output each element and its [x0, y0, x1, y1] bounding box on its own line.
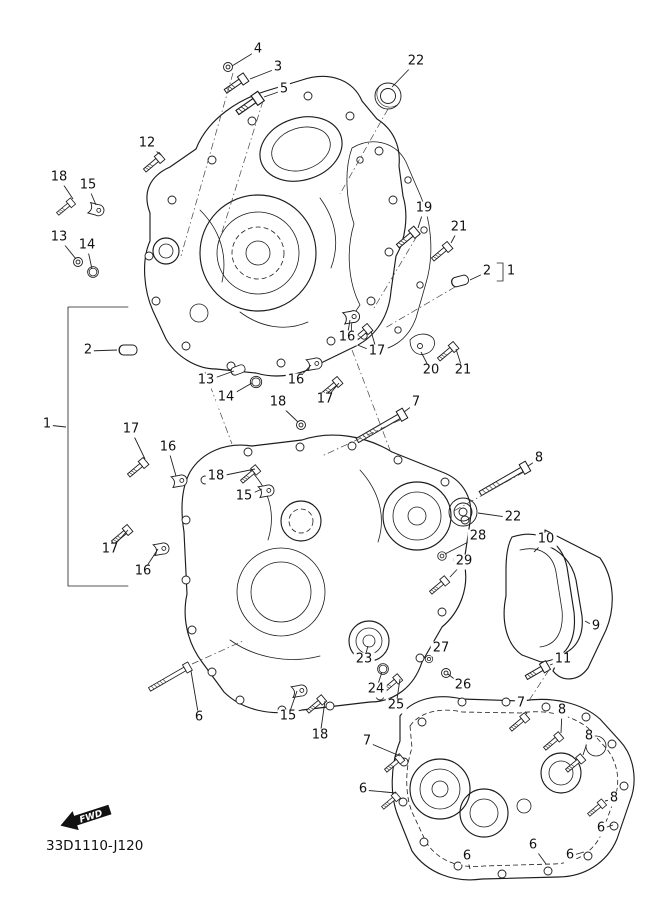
- callout-11: 11: [552, 651, 574, 668]
- callout-17: 17: [99, 541, 121, 558]
- callout-18: 18: [48, 169, 70, 186]
- callout-17: 17: [366, 343, 388, 360]
- callout-6: 6: [594, 820, 608, 837]
- callout-15: 15: [233, 488, 255, 505]
- callout-17: 17: [120, 421, 142, 438]
- callout-7: 7: [409, 394, 423, 411]
- callout-2: 2: [480, 263, 494, 280]
- callout-24: 24: [365, 681, 387, 698]
- callout-6: 6: [460, 848, 474, 865]
- callout-7: 7: [514, 695, 528, 712]
- callout-16: 16: [285, 372, 307, 389]
- callout-14: 14: [215, 389, 237, 406]
- callout-6: 6: [192, 709, 206, 726]
- callout-1: 1: [504, 263, 518, 280]
- callout-8: 8: [607, 790, 621, 807]
- right-crankcase-outer-art: [391, 696, 635, 881]
- callout-18: 18: [205, 468, 227, 485]
- callout-7: 7: [360, 733, 374, 750]
- diagram-code: 33D1110-J120: [46, 838, 144, 854]
- callout-10: 10: [535, 531, 557, 548]
- callout-21: 21: [448, 219, 470, 236]
- callout-1: 1: [40, 416, 54, 433]
- callout-16: 16: [336, 329, 358, 346]
- callout-15: 15: [77, 177, 99, 194]
- callout-8: 8: [582, 728, 596, 745]
- callout-14: 14: [76, 237, 98, 254]
- callout-12: 12: [136, 135, 158, 152]
- callout-2: 2: [81, 342, 95, 359]
- leader-lines: [46, 49, 615, 870]
- callout-22: 22: [502, 509, 524, 526]
- callout-6: 6: [563, 847, 577, 864]
- callout-6: 6: [526, 837, 540, 854]
- callout-5: 5: [277, 81, 291, 98]
- fwd-arrow: FWD: [60, 804, 112, 831]
- assembly-axis-lines: [180, 72, 550, 703]
- callout-18: 18: [309, 727, 331, 744]
- callout-22: 22: [405, 53, 427, 70]
- callout-19: 19: [413, 200, 435, 217]
- callout-20: 20: [420, 362, 442, 379]
- fwd-label: FWD: [78, 809, 104, 826]
- callout-6: 6: [356, 781, 370, 798]
- callout-18: 18: [267, 394, 289, 411]
- callout-23: 23: [353, 651, 375, 668]
- callout-8: 8: [555, 702, 569, 719]
- callout-8: 8: [532, 450, 546, 467]
- callout-21: 21: [452, 362, 474, 379]
- callout-3: 3: [271, 59, 285, 76]
- callout-27: 27: [430, 640, 452, 657]
- fasteners-art: [54, 62, 607, 819]
- group-brackets: [67, 262, 504, 587]
- callout-13: 13: [195, 372, 217, 389]
- callout-28: 28: [467, 528, 489, 545]
- callout-9: 9: [589, 618, 603, 635]
- callout-17: 17: [314, 391, 336, 408]
- callout-13: 13: [48, 229, 70, 246]
- callout-16: 16: [157, 439, 179, 456]
- callout-16: 16: [132, 563, 154, 580]
- upper-crankcase-half-art: [144, 75, 407, 377]
- callout-4: 4: [251, 41, 265, 58]
- callout-29: 29: [453, 553, 475, 570]
- callout-15: 15: [277, 708, 299, 725]
- callout-26: 26: [452, 677, 474, 694]
- callout-25: 25: [385, 697, 407, 714]
